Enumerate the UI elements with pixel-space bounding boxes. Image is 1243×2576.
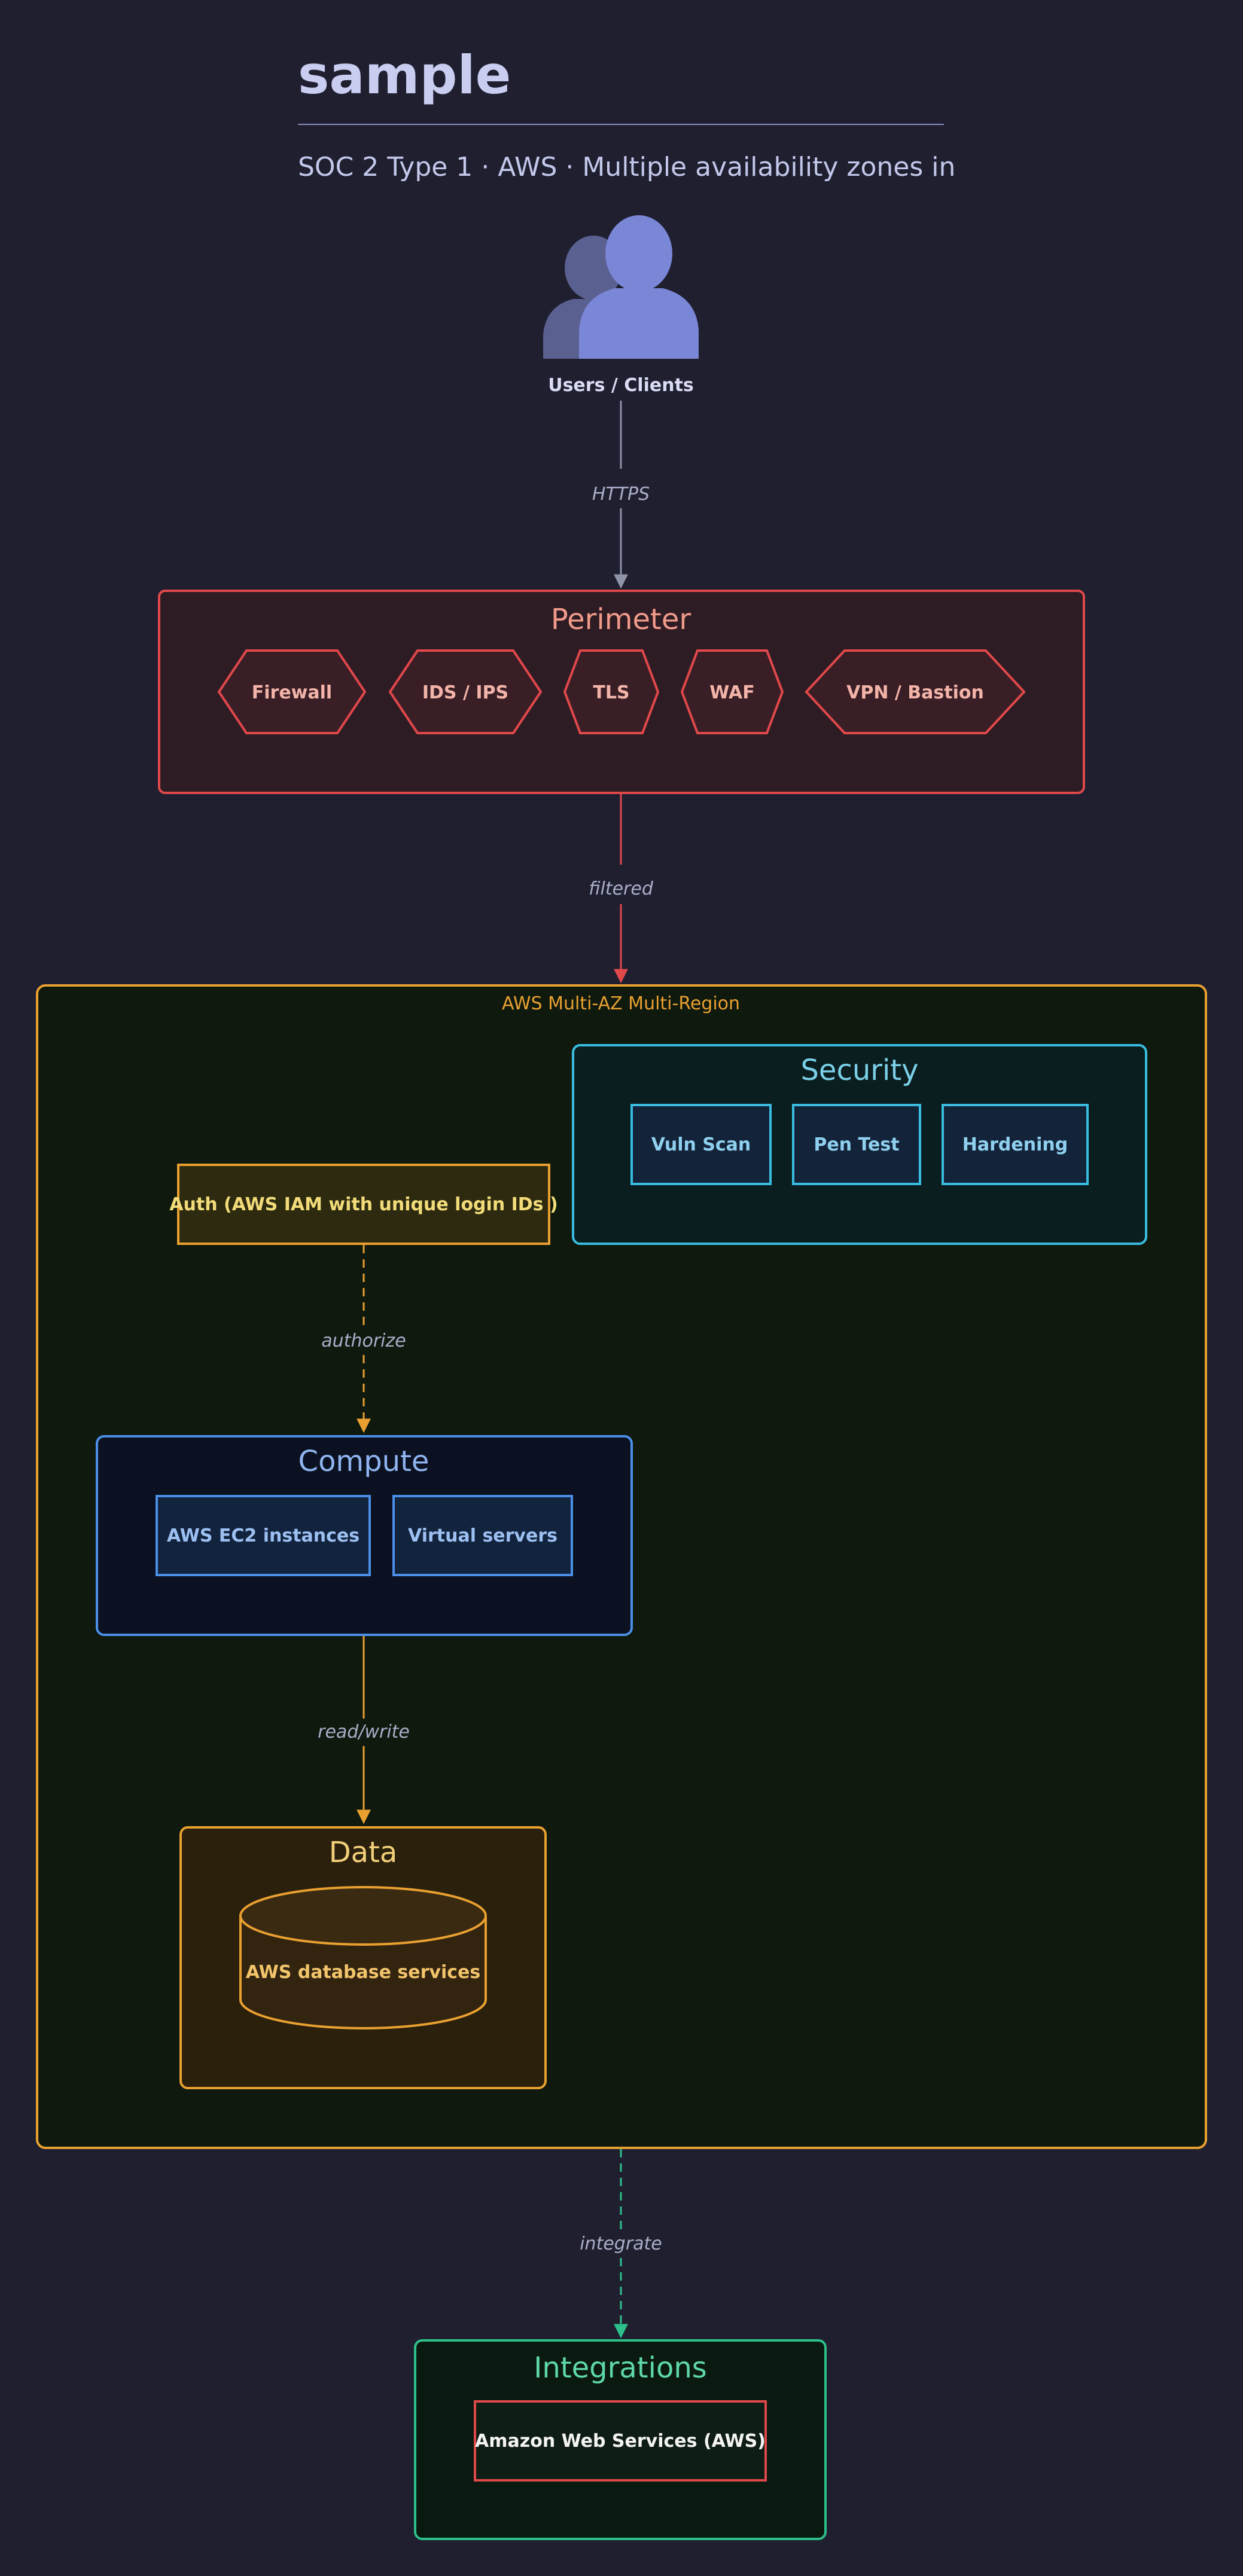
- security-item-label: Hardening: [962, 1134, 1068, 1155]
- perimeter-item-label: IDS / IPS: [422, 682, 508, 703]
- integration-item-label: Amazon Web Services (AWS): [475, 2431, 766, 2452]
- aws-region-label: AWS Multi-AZ Multi-Region: [502, 993, 740, 1014]
- security-item-vuln-scan: Vuln Scan: [630, 1104, 772, 1185]
- database-cylinder: AWS database services: [239, 1886, 487, 2029]
- security-title: Security: [800, 1054, 918, 1087]
- perimeter-item-label: TLS: [593, 682, 629, 703]
- integrations-title: Integrations: [534, 2351, 707, 2385]
- page-title: sample: [298, 44, 511, 106]
- database-label: AWS database services: [246, 1962, 481, 1983]
- edge-label-https: HTTPS: [592, 484, 650, 505]
- auth-node: Auth (AWS IAM with unique login IDs ): [169, 1164, 558, 1245]
- security-item-label: Pen Test: [814, 1134, 899, 1155]
- users-icon: [543, 215, 699, 359]
- perimeter-title: Perimeter: [551, 603, 691, 636]
- perimeter-item-label: VPN / Bastion: [846, 682, 984, 703]
- compute-item-label: AWS EC2 instances: [167, 1525, 360, 1546]
- perimeter-item-ids-ips: IDS / IPS: [388, 649, 543, 734]
- edge-label-read-write: read/write: [318, 1722, 410, 1742]
- data-title: Data: [329, 1836, 398, 1869]
- compute-item-label: Virtual servers: [408, 1525, 557, 1546]
- perimeter-item-label: WAF: [709, 682, 754, 703]
- edge-label-authorize: authorize: [321, 1330, 406, 1351]
- security-item-hardening: Hardening: [942, 1104, 1089, 1185]
- compute-item-virtual-servers: Virtual servers: [392, 1495, 573, 1576]
- security-item-pen-test: Pen Test: [792, 1104, 921, 1185]
- page-subtitle: SOC 2 Type 1 · AWS · Multiple availabili…: [298, 152, 955, 182]
- auth-label: Auth (AWS IAM with unique login IDs ): [169, 1194, 557, 1215]
- perimeter-item-vpn-bastion: VPN / Bastion: [805, 649, 1026, 734]
- perimeter-item-waf: WAF: [680, 649, 784, 734]
- perimeter-item-firewall: Firewall: [217, 649, 367, 734]
- integration-item-aws: Amazon Web Services (AWS): [474, 2400, 767, 2482]
- edge-label-integrate: integrate: [580, 2233, 662, 2254]
- edge-label-filtered: filtered: [589, 878, 654, 899]
- perimeter-item-label: Firewall: [252, 682, 332, 703]
- security-item-label: Vuln Scan: [651, 1134, 751, 1155]
- compute-title: Compute: [298, 1445, 429, 1478]
- compute-item-ec2: AWS EC2 instances: [156, 1495, 371, 1576]
- users-label: Users / Clients: [548, 375, 694, 396]
- perimeter-item-tls: TLS: [563, 649, 660, 734]
